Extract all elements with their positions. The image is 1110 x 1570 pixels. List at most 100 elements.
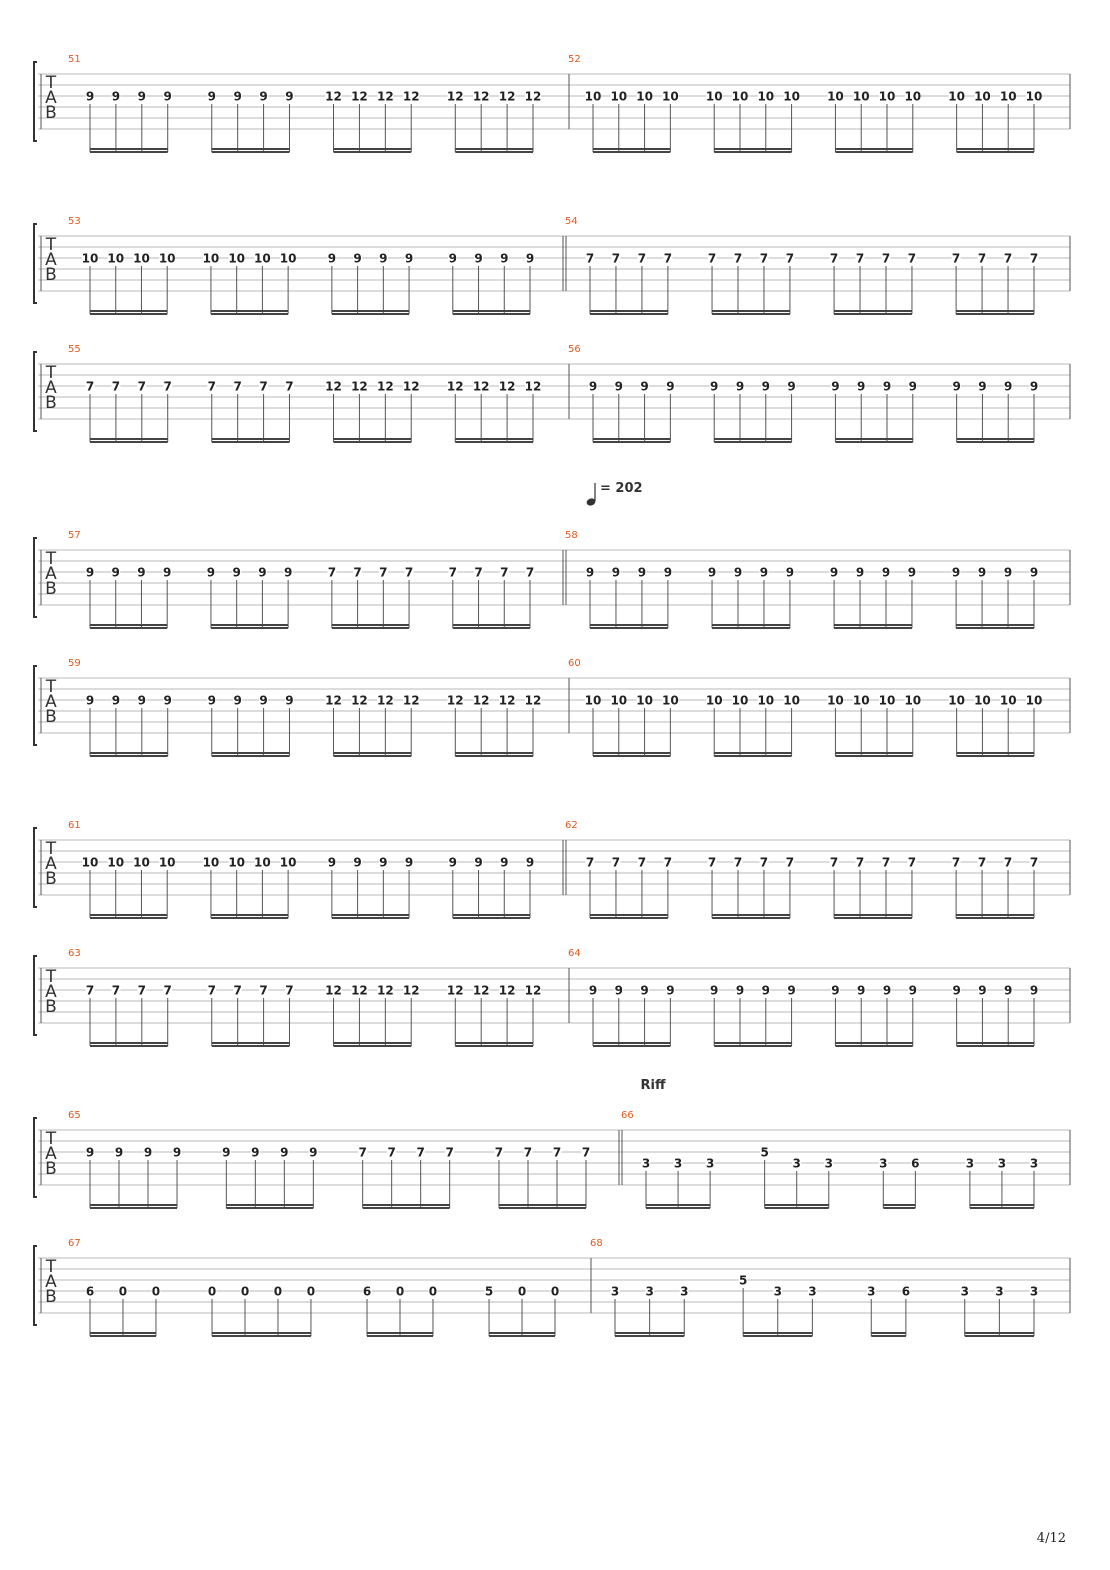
fret-number: 9 [449,252,457,266]
fret-background [908,380,918,392]
fret-background [663,856,673,868]
fret-number: 3 [995,1285,1003,1299]
fret-background [306,1285,316,1297]
fret-number: 10 [757,694,774,708]
fret-background [977,380,987,392]
fret-number: 9 [978,566,986,580]
fret-number: 12 [499,694,516,708]
fret-number: 10 [203,252,220,266]
tab-clef-letter-b: B [45,103,57,123]
tab-clef-letter-a: A [45,854,57,874]
fret-background [525,856,535,868]
fret-number: 12 [473,984,490,998]
fret-background [707,566,717,578]
fret-background [111,90,121,102]
fret-number: 6 [363,1285,371,1299]
fret-number: 5 [760,1146,768,1160]
fret-number: 9 [666,984,674,998]
fret-background [733,856,743,868]
fret-number: 10 [254,252,271,266]
measure-number: 56 [568,344,581,355]
fret-background [133,856,150,868]
fret-number: 12 [447,984,464,998]
fret-background [830,984,840,996]
fret-background [378,856,388,868]
fret-background [284,380,294,392]
fret-background [163,984,173,996]
fret-background [448,566,458,578]
fret-number: 7 [664,252,672,266]
fret-number: 7 [1030,856,1038,870]
fret-number: 9 [1030,380,1038,394]
fret-background [284,984,294,996]
fret-number: 10 [827,694,844,708]
fret-number: 9 [328,856,336,870]
fret-background [1029,252,1039,264]
fret-background [951,252,961,264]
fret-background [279,1146,289,1158]
fret-number: 9 [86,694,94,708]
fret-number: 9 [500,252,508,266]
fret-background [610,90,627,102]
fret-number: 9 [787,380,795,394]
tab-clef-letter-b: B [45,869,57,889]
fret-number: 0 [274,1285,282,1299]
measure-number: 53 [68,216,81,227]
fret-background [523,1146,533,1158]
fret-number: 7 [760,856,768,870]
fret-number: 9 [586,566,594,580]
fret-background [159,856,176,868]
fret-background [853,90,870,102]
fret-background [709,380,719,392]
fret-background [1026,90,1042,102]
fret-number: 9 [883,380,891,394]
fret-number: 3 [867,1285,875,1299]
fret-background [259,984,269,996]
fret-number: 9 [909,984,917,998]
fret-number: 7 [233,380,241,394]
fret-number: 7 [908,252,916,266]
page-number: 4/12 [1036,1531,1066,1546]
fret-background [706,694,723,706]
system-bracket [33,223,37,304]
fret-background [641,1157,651,1169]
fret-background [827,694,844,706]
fret-number: 7 [445,1146,453,1160]
fret-number: 3 [879,1157,887,1171]
fret-number: 3 [825,1157,833,1171]
fret-number: 7 [786,252,794,266]
fret-background [448,252,458,264]
fret-background [525,252,535,264]
fret-background [614,380,624,392]
fret-background [856,984,866,996]
fret-background [882,984,892,996]
fret-background [447,984,464,996]
fret-number: 7 [387,1146,395,1160]
fret-number: 12 [525,90,542,104]
fret-background [82,856,98,868]
system-bracket [33,827,37,908]
fret-number: 9 [978,984,986,998]
fret-background [965,1157,975,1169]
fret-background [353,252,363,264]
fret-number: 9 [762,380,770,394]
fret-background [611,856,621,868]
fret-number: 0 [429,1285,437,1299]
fret-number: 10 [1000,90,1017,104]
fret-background [143,1146,153,1158]
tab-clef-letter-b: B [45,265,57,285]
fret-number: 9 [640,380,648,394]
fret-background [785,252,795,264]
tab-clef-letter-b: B [45,579,57,599]
fret-number: 7 [612,252,620,266]
fret-background [207,694,217,706]
fret-number: 10 [853,694,870,708]
fret-background [163,380,173,392]
fret-number: 3 [1030,1157,1038,1171]
fret-number: 7 [638,252,646,266]
fret-number: 9 [328,252,336,266]
fret-background [404,566,414,578]
fret-background [284,694,294,706]
fret-number: 9 [285,90,293,104]
